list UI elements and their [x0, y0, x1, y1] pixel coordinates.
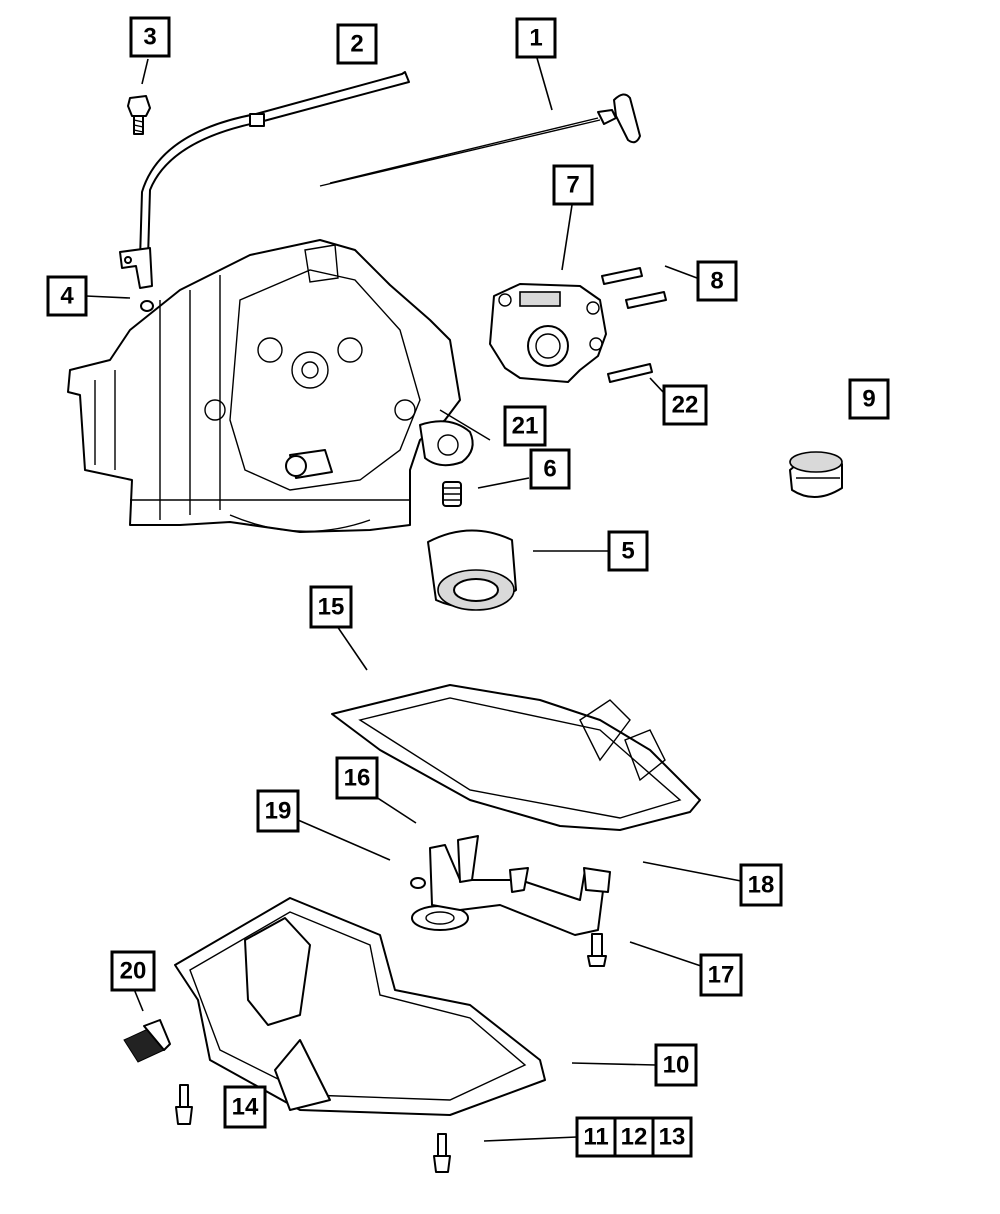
- callout-15: 15: [309, 585, 353, 629]
- pump-bolt-part-22: [607, 363, 653, 383]
- callout-20: 20: [110, 950, 156, 992]
- callout-label: 22: [672, 392, 699, 419]
- callout-17: 17: [699, 953, 743, 997]
- callout-2: 2: [336, 23, 378, 65]
- oil-filter-part: [427, 529, 517, 611]
- callout-label: 3: [143, 24, 156, 51]
- callout-16: 16: [335, 756, 379, 800]
- callout-label: 14: [232, 1094, 259, 1121]
- bolt-part-17: [587, 933, 607, 967]
- callout-11: 11: [575, 1116, 617, 1158]
- callout-label: 15: [318, 594, 345, 621]
- callout-label: 5: [621, 538, 634, 565]
- callout-8: 8: [696, 260, 738, 302]
- callout-label: 21: [512, 413, 539, 440]
- callout-14: 14: [223, 1085, 267, 1129]
- callout-label: 19: [265, 798, 292, 825]
- o-ring-part: [140, 300, 154, 312]
- callout-label: 16: [344, 765, 371, 792]
- callout-5: 5: [607, 530, 649, 572]
- fitting-part-6: [442, 481, 462, 507]
- callout-label: 11: [583, 1124, 608, 1151]
- oil-pump-part: [489, 283, 607, 383]
- callout-9: 9: [848, 378, 890, 420]
- callout-21: 21: [503, 405, 547, 447]
- engine-block-part: [67, 239, 491, 533]
- callout-19: 19: [256, 789, 300, 833]
- callout-label: 6: [543, 456, 556, 483]
- callout-label: 9: [862, 386, 875, 413]
- bolt-part-3: [127, 95, 151, 135]
- pump-bolts-part-8: [601, 267, 667, 309]
- oil-filler-cap-part: [789, 451, 843, 498]
- oil-pickup-tube-part: [410, 835, 611, 936]
- callout-18: 18: [739, 863, 783, 907]
- callout-6: 6: [529, 448, 571, 490]
- leader-lines: [85, 57, 742, 1142]
- callout-10: 10: [654, 1043, 698, 1087]
- callout-label: 12: [621, 1124, 648, 1151]
- callout-label: 13: [659, 1124, 686, 1151]
- callout-7: 7: [552, 164, 594, 206]
- dipstick-part: [319, 93, 641, 187]
- callout-3: 3: [129, 16, 171, 58]
- callout-22: 22: [662, 384, 708, 426]
- bolt-part-11: [433, 1133, 451, 1173]
- bolt-part-14: [175, 1084, 193, 1125]
- windage-tray-part: [331, 684, 701, 831]
- callout-label: 7: [566, 172, 579, 199]
- callout-label: 18: [748, 872, 775, 899]
- dipstick-tube-part: [119, 71, 410, 289]
- callout-label: 8: [710, 268, 723, 295]
- callout-label: 1: [529, 25, 542, 52]
- callout-label: 10: [663, 1052, 690, 1079]
- callout-label: 17: [708, 962, 735, 989]
- callout-4: 4: [46, 275, 88, 317]
- callout-label: 2: [350, 31, 363, 58]
- callout-12: 12: [613, 1116, 655, 1158]
- callout-13: 13: [651, 1116, 693, 1158]
- callout-label: 4: [60, 283, 74, 310]
- drain-plug-part: [123, 1019, 171, 1063]
- callout-1: 1: [515, 17, 557, 59]
- oil-pan-part: [174, 897, 546, 1116]
- callout-label: 20: [120, 958, 147, 985]
